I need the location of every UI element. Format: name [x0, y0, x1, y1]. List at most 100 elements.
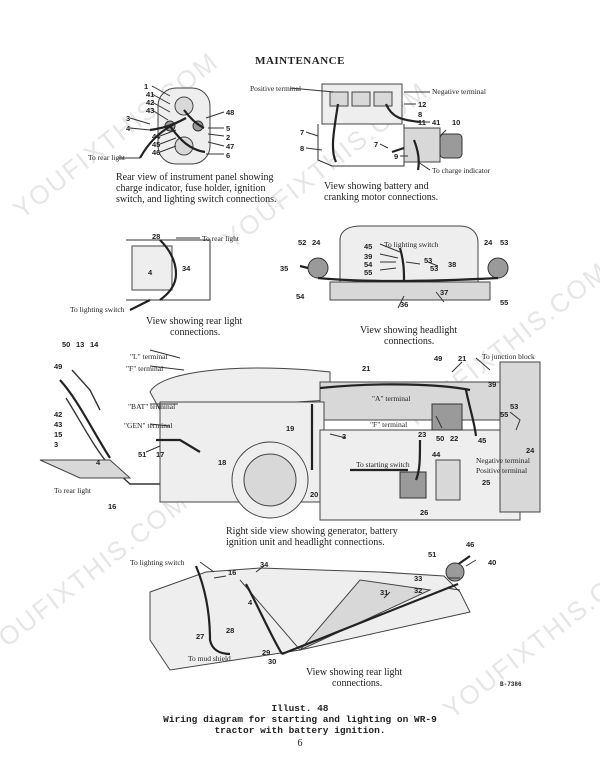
- label-to-lighting-switch: To lighting switch: [384, 240, 439, 249]
- callout-number: 23: [418, 430, 427, 439]
- callout-number: 40: [488, 558, 497, 567]
- callout-number: 20: [310, 490, 319, 499]
- callout-number: 4: [126, 124, 131, 133]
- callout-number: 21: [458, 354, 467, 363]
- callout-number: 6: [226, 151, 231, 160]
- caption-line: connections.: [384, 336, 435, 347]
- callout-number: 1: [144, 82, 149, 91]
- callout-number: 4: [248, 598, 253, 607]
- instrument-panel-drawing: [118, 87, 211, 165]
- callout-number: 13: [76, 340, 85, 349]
- callout-number: 17: [156, 450, 165, 459]
- label-to-rear-light: To rear light: [88, 153, 125, 162]
- label-f-terminal: "F" terminal: [126, 364, 164, 373]
- callout-number: 54: [296, 292, 305, 301]
- callout-number: 41: [146, 90, 155, 99]
- label-to-rear-light: To rear light: [54, 486, 91, 495]
- callout-number: 53: [500, 238, 509, 247]
- callout-number: 46: [466, 540, 475, 549]
- callout-number: 11: [418, 118, 426, 127]
- callout-number: 42: [54, 410, 63, 419]
- callout-number: 48: [226, 108, 235, 117]
- callout-number: 45: [478, 436, 487, 445]
- callout-number: 28: [152, 232, 161, 241]
- headlight-drawing: [299, 225, 509, 301]
- callout-number: 5: [226, 124, 231, 133]
- callout-number: 2: [226, 133, 231, 142]
- callout-number: 36: [400, 300, 409, 309]
- caption-line: switch, and lighting switch connections.: [116, 194, 277, 205]
- caption-line: View showing rear light: [146, 316, 243, 327]
- label-to-rear-light: To rear light: [202, 234, 239, 243]
- callout-number: 43: [54, 420, 63, 429]
- label-l-terminal: "L" terminal: [130, 352, 168, 361]
- figure-number: Illust. 48: [271, 703, 329, 714]
- label-to-charge-indicator: To charge indicator: [432, 166, 491, 175]
- callout-number: 43: [146, 106, 155, 115]
- label-to-starting-switch: To starting switch: [356, 460, 410, 469]
- caption-line: connections.: [170, 327, 221, 338]
- battery-drawing: [317, 83, 463, 171]
- callout-number: 35: [280, 264, 289, 273]
- callout-number: 49: [54, 362, 63, 371]
- figure-code: B-7386: [500, 681, 522, 688]
- callout-number: 53: [510, 402, 519, 411]
- label-negative-terminal: Negative terminal: [432, 87, 486, 96]
- callout-number: 28: [226, 626, 235, 635]
- caption-line: Right side view showing generator, batte…: [226, 526, 398, 537]
- callout-number: 55: [500, 298, 509, 307]
- callout-number: 16: [228, 568, 237, 577]
- caption-line: ignition unit and headlight connections.: [226, 537, 385, 548]
- callout-number: 25: [482, 478, 491, 487]
- page-number: 6: [297, 738, 303, 749]
- label-to-lighting-switch: To lighting switch: [130, 558, 185, 567]
- callout-number: 15: [54, 430, 63, 439]
- caption-line: cranking motor connections.: [324, 192, 439, 203]
- label-a-terminal: "A" terminal: [372, 394, 411, 403]
- callout-number: 50: [436, 434, 445, 443]
- callout-number: 12: [418, 100, 427, 109]
- rear-light-drawing: [126, 237, 211, 311]
- label-to-junction-block: To junction block: [482, 352, 535, 361]
- callout-number: 44: [152, 132, 161, 141]
- callout-number: 24: [312, 238, 321, 247]
- page-title: MAINTENANCE: [255, 55, 345, 67]
- callout-number: 26: [420, 508, 429, 517]
- caption-line: View showing battery and: [324, 181, 429, 192]
- callout-number: 41: [432, 118, 441, 127]
- callout-number: 49: [434, 354, 443, 363]
- callout-number: 7: [374, 140, 379, 149]
- callout-number: 51: [428, 550, 437, 559]
- callout-number: 44: [432, 450, 441, 459]
- callout-number: 3: [126, 114, 131, 123]
- callout-number: 30: [268, 657, 277, 666]
- callout-number: 55: [364, 268, 373, 277]
- label-to-lighting-switch: To lighting switch: [70, 305, 125, 314]
- callout-number: 34: [182, 264, 191, 273]
- label-positive-terminal: Positive terminal: [250, 84, 302, 93]
- callout-number: 39: [364, 252, 373, 261]
- callout-number: 39: [488, 380, 497, 389]
- callout-number: 54: [364, 260, 373, 269]
- callout-number: 53: [430, 264, 439, 273]
- label-bat-terminal: "BAT" terminal: [128, 402, 176, 411]
- callout-number: 42: [146, 98, 155, 107]
- callout-number: 3: [342, 432, 347, 441]
- callout-number: 55: [500, 410, 509, 419]
- callout-number: 52: [298, 238, 307, 247]
- callout-number: 33: [414, 574, 423, 583]
- callout-number: 50: [62, 340, 71, 349]
- callout-number: 37: [440, 288, 449, 297]
- callout-number: 53: [424, 256, 433, 265]
- callout-number: 9: [394, 152, 399, 161]
- callout-number: 38: [448, 260, 457, 269]
- callout-number: 22: [450, 434, 459, 443]
- callout-number: 24: [484, 238, 493, 247]
- callout-number: 24: [526, 446, 535, 455]
- tractor-side-drawing: [39, 361, 541, 521]
- callout-number: 29: [262, 648, 271, 657]
- label-f-terminal-2: "F" terminal: [370, 420, 408, 429]
- callout-number: 51: [138, 450, 147, 459]
